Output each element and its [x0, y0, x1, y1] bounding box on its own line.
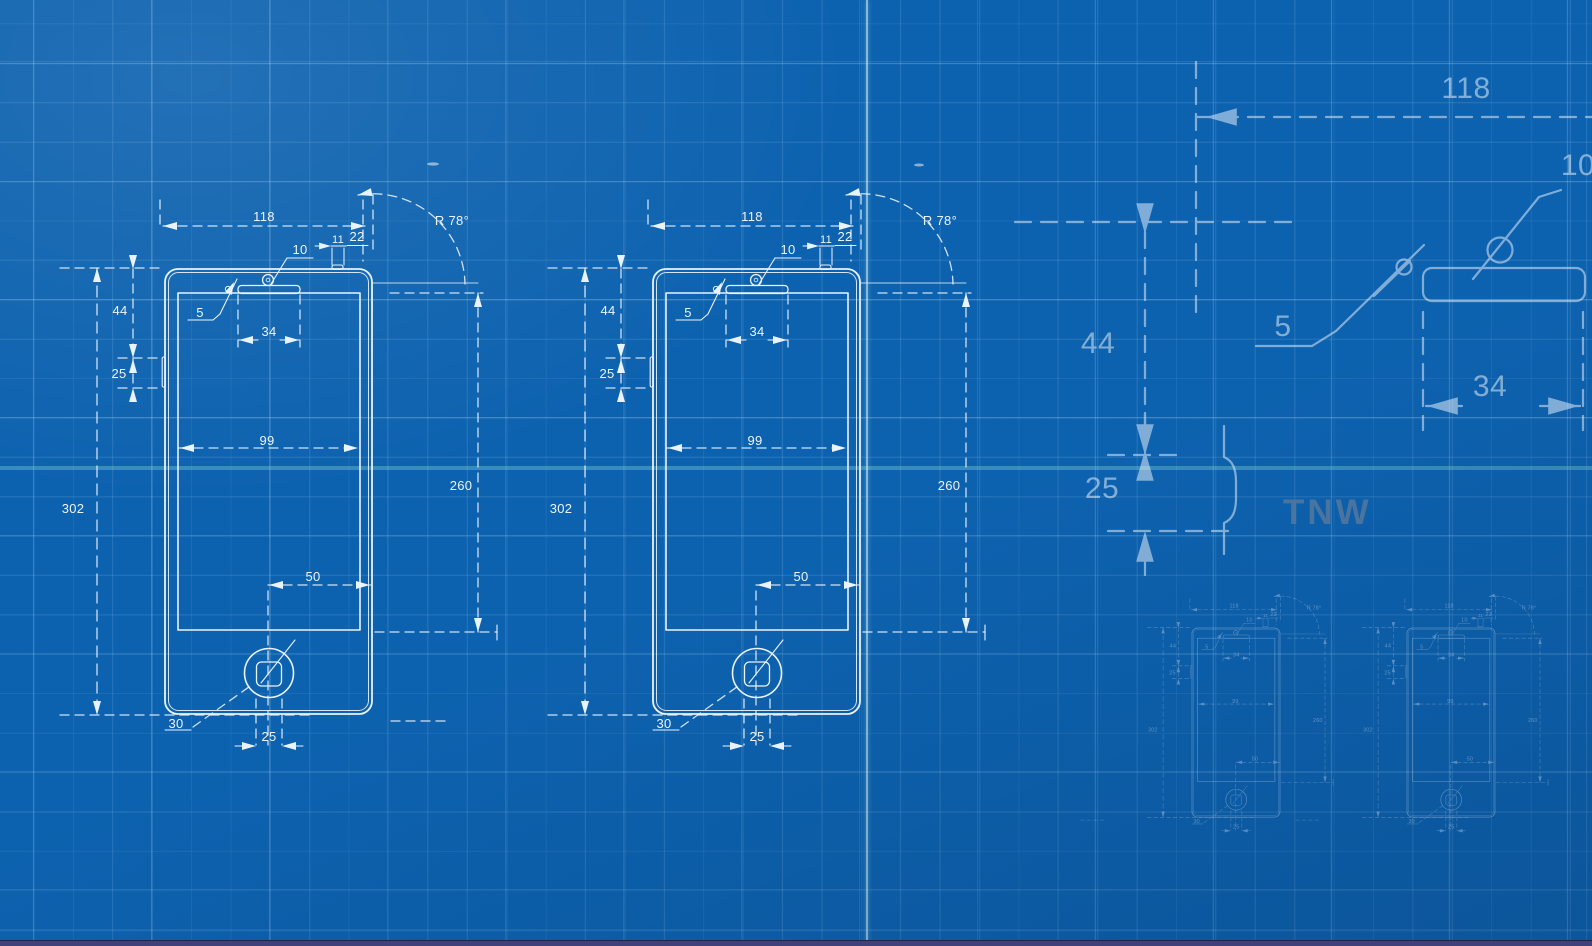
grid-accent-vertical-line	[866, 0, 868, 946]
mini-drawing-2	[1296, 594, 1548, 833]
device-drawing-right	[391, 188, 985, 750]
smudge-artifact-left	[427, 162, 439, 166]
device-drawing-left	[0, 188, 497, 750]
mag-camera-hole	[1486, 236, 1514, 264]
mag-dim-label-118: 118	[1441, 72, 1490, 105]
mag-side-button-profile	[1222, 424, 1238, 556]
mag-dim-label-44: 44	[1081, 327, 1115, 360]
mag-dim-label-10: 10	[1561, 149, 1592, 182]
mag-dim-label-34: 34	[1473, 370, 1507, 403]
magnified-detail-view: 118 44 25 5	[1013, 60, 1592, 577]
mag-camera-leader: 10	[1471, 149, 1592, 281]
grid-accent-horizontal-line	[0, 466, 1592, 470]
mag-speaker-slot	[1421, 266, 1587, 432]
mag-dim-25-side-button: 25	[1085, 411, 1240, 577]
mag-dim-label-25: 25	[1085, 472, 1119, 505]
mag-dim-118: 118	[1194, 60, 1592, 314]
mini-drawing-1	[1081, 594, 1333, 833]
photo-edge-strip	[0, 940, 1592, 946]
mag-dim-34: 34	[1424, 370, 1582, 415]
mag-dim-label-5: 5	[1274, 310, 1291, 343]
tnw-watermark: TNW	[1283, 493, 1372, 532]
mag-dim-5-bezel: 5	[1254, 243, 1426, 348]
smudge-artifact-right	[914, 163, 924, 167]
